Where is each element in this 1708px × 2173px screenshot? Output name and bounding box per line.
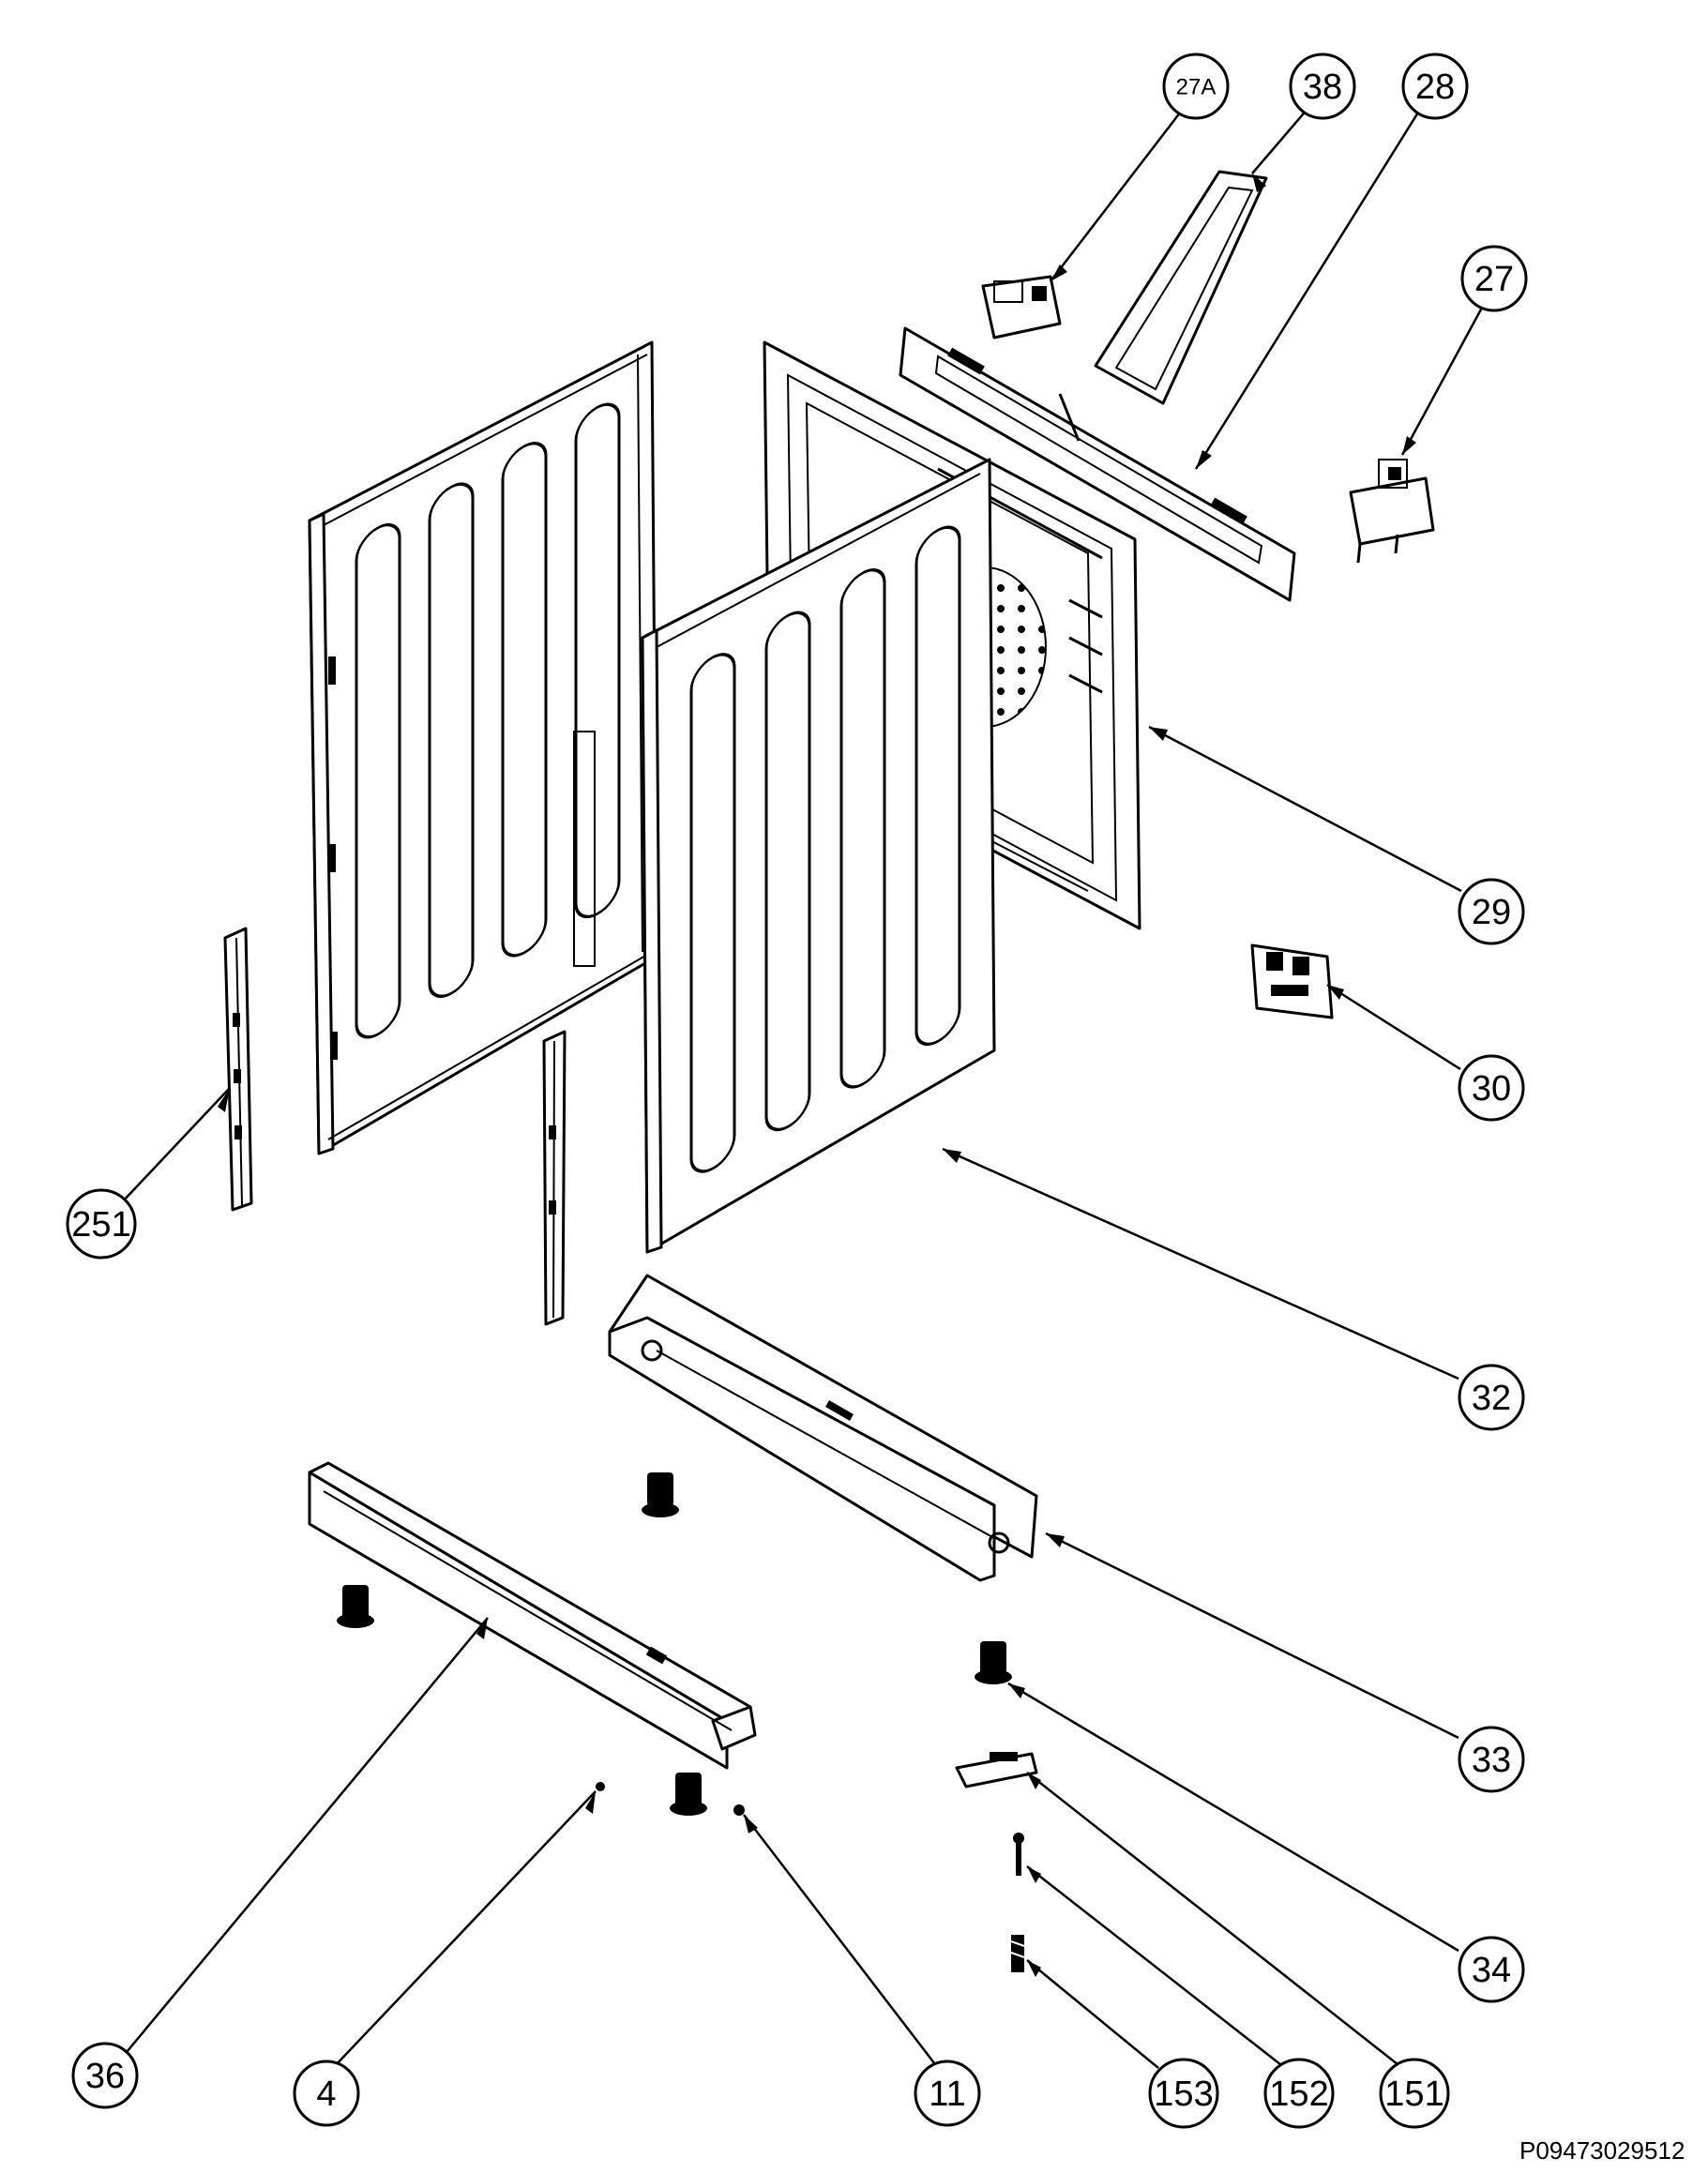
callout-27a-label: 27A (1176, 75, 1217, 100)
callout-36: 36 (71, 2042, 139, 2109)
left-panel-ribs (355, 402, 621, 1039)
callout-151-label: 151 (1384, 2075, 1443, 2114)
vertical-strip-251 (223, 927, 253, 1212)
callout-152: 152 (1263, 2058, 1335, 2129)
vertical-strip-center (542, 1030, 567, 1326)
callout-33-label: 33 (1472, 1741, 1511, 1780)
small-bracket-27a (981, 275, 1062, 340)
leader-lines (121, 107, 1484, 2069)
callout-34: 34 (1458, 1936, 1525, 2003)
foot-1 (642, 1472, 679, 1517)
right-panel-ribs (689, 525, 961, 1173)
callout-38-label: 38 (1303, 68, 1342, 107)
left-side-panel (308, 340, 658, 1155)
callout-152-label: 152 (1269, 2075, 1328, 2114)
callout-29: 29 (1458, 878, 1525, 945)
callout-34-label: 34 (1472, 1951, 1511, 1990)
glass-tray (1094, 170, 1268, 405)
callout-36-label: 36 (85, 2057, 125, 2096)
callout-4: 4 (293, 2060, 360, 2127)
callout-28: 28 (1401, 53, 1469, 120)
callout-4-label: 4 (316, 2075, 336, 2114)
callout-30: 30 (1458, 1054, 1525, 1122)
leader-arrowheads (218, 174, 1416, 1977)
callout-151: 151 (1379, 2058, 1450, 2129)
callout-33: 33 (1458, 1726, 1525, 1793)
front-base-rail (608, 1274, 1038, 1582)
rear-base-rail (308, 1461, 757, 1770)
foot-4 (670, 1773, 707, 1816)
callout-153: 153 (1148, 2058, 1219, 2129)
callout-153-label: 153 (1154, 2075, 1213, 2114)
right-side-panel (641, 458, 996, 1254)
foot-2 (337, 1585, 374, 1628)
callout-32: 32 (1458, 1364, 1525, 1431)
callout-11-label: 11 (929, 2075, 965, 2114)
callout-28-label: 28 (1415, 68, 1455, 107)
small-screws (596, 1782, 745, 1816)
callout-30-label: 30 (1472, 1069, 1511, 1109)
callout-251-label: 251 (71, 1205, 130, 1245)
callout-251: 251 (66, 1188, 137, 1260)
connector-block (1250, 943, 1334, 1019)
callout-11: 11 (914, 2060, 981, 2127)
small-bracket-27 (1349, 459, 1435, 564)
callout-32-label: 32 (1472, 1379, 1511, 1418)
spring-153 (1010, 1935, 1025, 1972)
pin-152 (1013, 1833, 1024, 1876)
callout-27-label: 27 (1474, 260, 1514, 299)
callout-29-label: 29 (1472, 893, 1511, 932)
drawing-number: P09473029512 (1519, 2136, 1685, 2165)
callout-38: 38 (1289, 53, 1356, 120)
top-rail-bracket (899, 326, 1296, 602)
callout-27: 27 (1460, 245, 1528, 312)
clip-151 (955, 1752, 1038, 1788)
callout-27a: 27A (1162, 53, 1230, 120)
foot-3 (975, 1641, 1012, 1684)
